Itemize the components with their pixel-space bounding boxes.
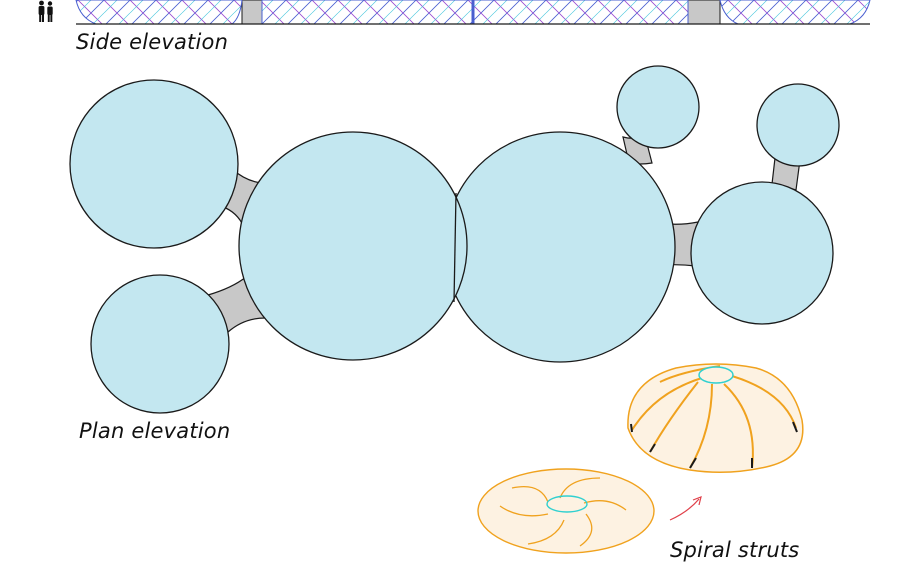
dome-central-left: [238, 131, 468, 361]
oculus-ring: [546, 495, 588, 513]
caption-spiral-struts: Spiral struts: [670, 538, 800, 562]
spiral-struts-view: [477, 363, 804, 554]
spiral-dome-raised: [627, 363, 804, 473]
side-dome-lattice: [75, 0, 243, 25]
dome-southwest: [90, 274, 230, 414]
plan-elevation-view: [69, 65, 840, 414]
caption-side-elevation: Side elevation: [76, 30, 229, 54]
dome-east: [690, 181, 834, 325]
human-scale-icon: [38, 0, 53, 22]
dome-small-northeast: [756, 83, 840, 167]
arrow-head-icon: [692, 496, 702, 506]
side-connector: [241, 0, 263, 25]
side-dome-lattice: [719, 0, 871, 25]
dome-central-right: [444, 131, 676, 363]
shared-wall: [453, 192, 457, 303]
side-dome-lattice: [473, 0, 689, 25]
side-dome-lattice: [261, 0, 473, 25]
dome-northwest: [69, 79, 239, 249]
oculus-ring: [698, 366, 734, 384]
dome-small-north: [616, 65, 700, 149]
transition-arrow: [669, 498, 700, 521]
spiral-disc-flat: [477, 468, 655, 554]
side-connector: [687, 0, 721, 25]
caption-plan-elevation: Plan elevation: [79, 419, 231, 443]
side-elevation-view: [38, 0, 871, 25]
